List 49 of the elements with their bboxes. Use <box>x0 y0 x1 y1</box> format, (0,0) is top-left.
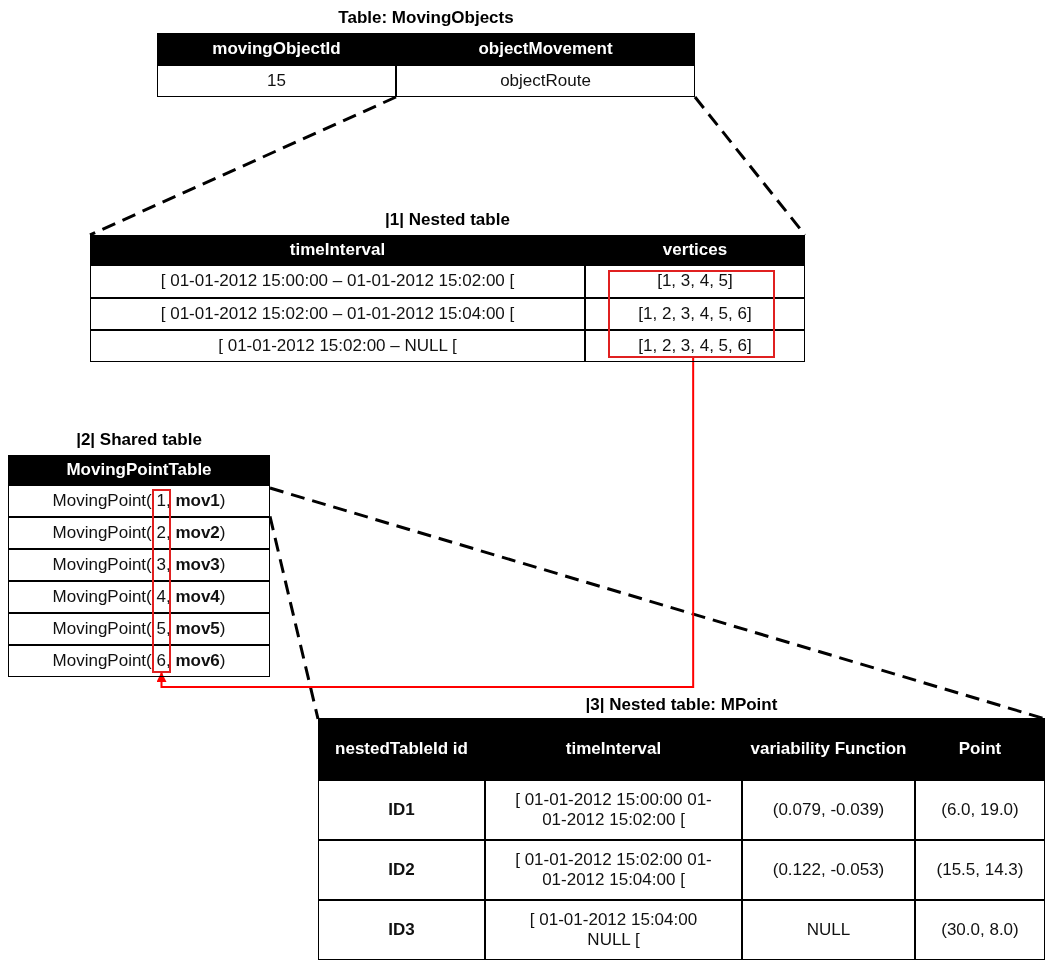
table-cell: [1, 2, 3, 4, 5, 6] <box>585 298 805 330</box>
data-table <box>157 8 695 97</box>
data-table <box>8 430 270 677</box>
table-cell: [ 01-01-2012 15:02:00 – 01-01-2012 15:04:00 [ <box>90 298 585 330</box>
table-cell: (6.0, 19.0) <box>915 780 1045 840</box>
table-title: |1| Nested table <box>384 210 511 230</box>
zoom-line <box>89 95 397 237</box>
table-cell: ID1 <box>318 780 485 840</box>
column-header: MovingPointTable <box>8 455 270 485</box>
table-cell: MovingPoint( 5, mov5) <box>8 613 270 645</box>
table-cell: (0.122, -0.053) <box>742 840 915 900</box>
table-cell: [1, 2, 3, 4, 5, 6] <box>585 330 805 362</box>
table-cell: MovingPoint( 3, mov3) <box>8 549 270 581</box>
table-cell: 15 <box>157 65 396 97</box>
zoom-line <box>693 96 807 236</box>
zoom-line <box>268 516 320 720</box>
table-cell: ID2 <box>318 840 485 900</box>
arrow <box>156 357 695 688</box>
column-header: vertices <box>585 235 805 265</box>
table-title: |3| Nested table: MPoint <box>584 695 779 715</box>
table-cell: MovingPoint( 4, mov4) <box>8 581 270 613</box>
table-cell: [ 01-01-2012 15:00:00 01-01-2012 15:02:00 [ <box>485 780 742 840</box>
table-cell: MovingPoint( 2, mov2) <box>8 517 270 549</box>
column-header: objectMovement <box>396 33 695 65</box>
table-cell: ID3 <box>318 900 485 960</box>
column-header: timeInterval <box>485 718 742 780</box>
highlight-box <box>152 489 171 673</box>
column-header: variability Function <box>742 718 915 780</box>
column-header: movingObjectId <box>157 33 396 65</box>
table-cell: [ 01-01-2012 15:04:00 NULL [ <box>485 900 742 960</box>
data-table <box>318 695 1045 960</box>
table-cell: NULL <box>742 900 915 960</box>
highlight-box <box>608 270 775 358</box>
column-header: nestedTableId id <box>318 718 485 780</box>
table-cell: (0.079, -0.039) <box>742 780 915 840</box>
table-title: Table: MovingObjects <box>337 8 515 28</box>
table-cell: (30.0, 8.0) <box>915 900 1045 960</box>
table-cell: [ 01-01-2012 15:00:00 – 01-01-2012 15:02:00 [ <box>90 265 585 298</box>
table-cell: objectRoute <box>396 65 695 97</box>
column-header: timeInterval <box>90 235 585 265</box>
table-cell: [ 01-01-2012 15:02:00 01-01-2012 15:04:00 [ <box>485 840 742 900</box>
table-cell: MovingPoint( 6, mov6) <box>8 645 270 677</box>
column-header: Point <box>915 718 1045 780</box>
table-cell: [ 01-01-2012 15:02:00 – NULL [ <box>90 330 585 362</box>
data-table <box>90 210 805 362</box>
table-cell: (15.5, 14.3) <box>915 840 1045 900</box>
table-cell: [1, 3, 4, 5] <box>585 265 805 298</box>
table-title: |2| Shared table <box>75 430 203 450</box>
table-cell: MovingPoint( 1, mov1) <box>8 485 270 517</box>
